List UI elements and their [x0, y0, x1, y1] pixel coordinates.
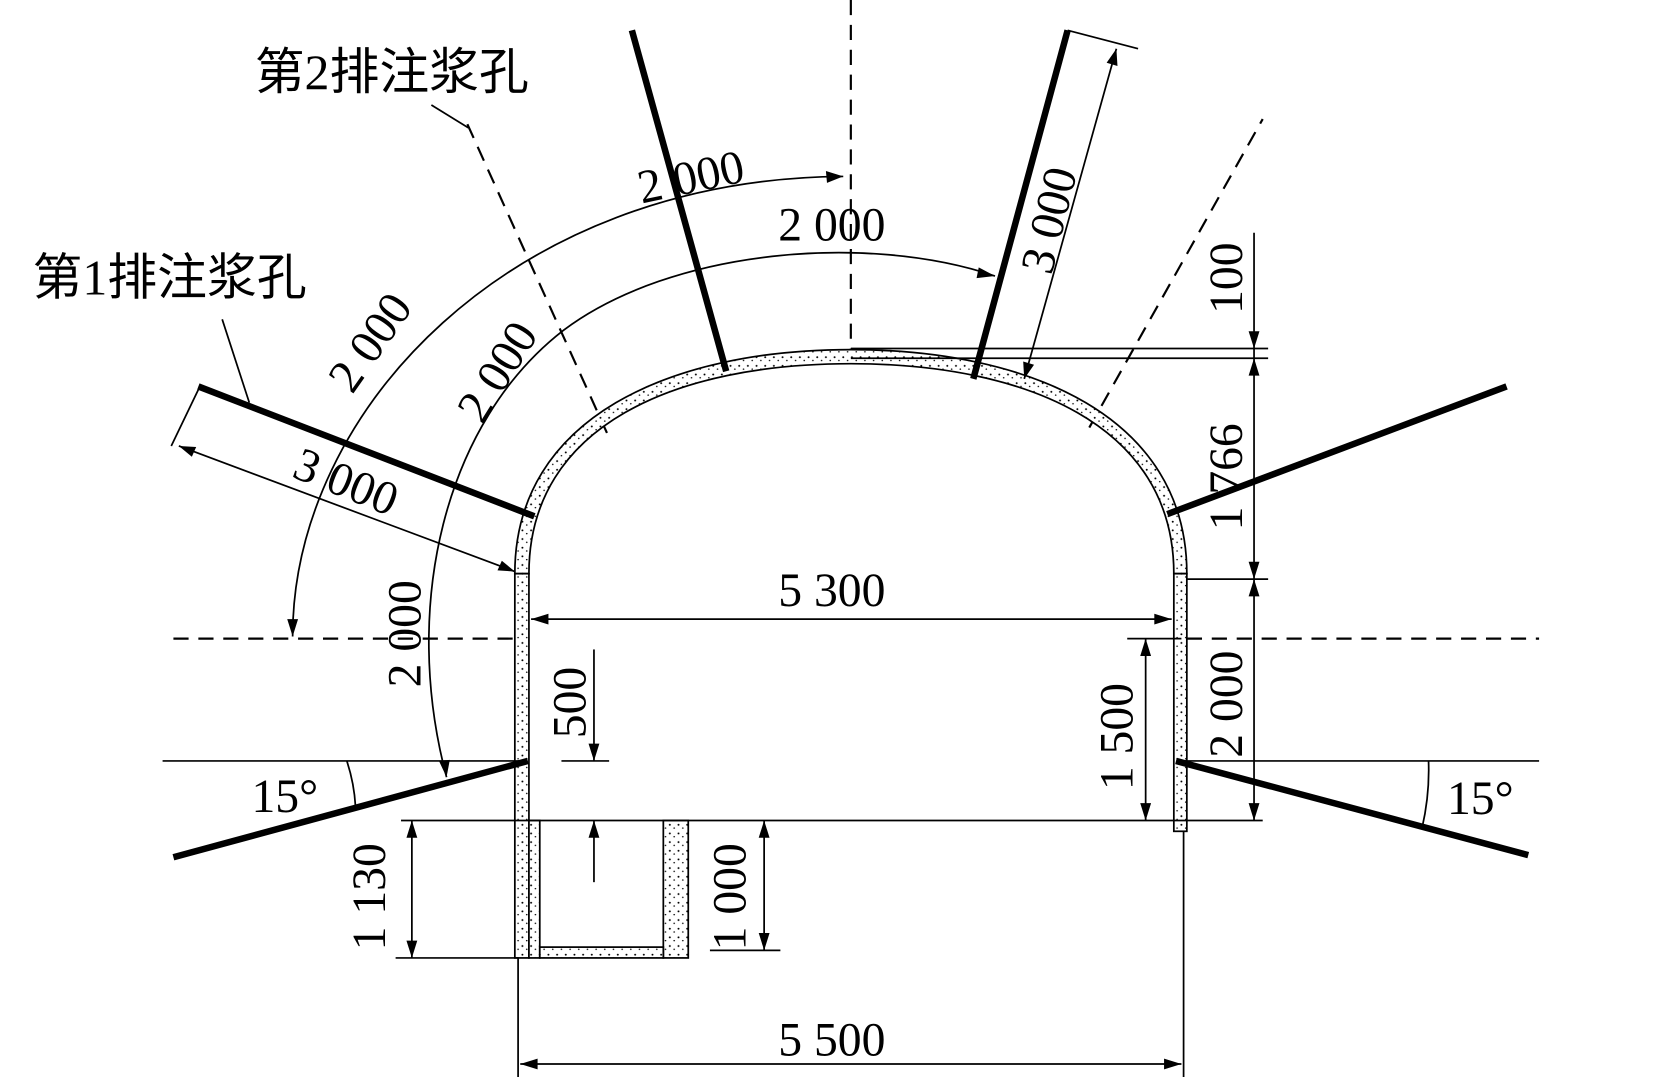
hole-top-right — [970, 29, 1071, 380]
dim-text-3000-left: 3 000 — [286, 438, 405, 526]
row2-dashed-left — [465, 120, 608, 434]
hole-top-left — [628, 29, 730, 373]
dim-text-1766: 1 766 — [1201, 423, 1253, 530]
angle-text-right: 15° — [1447, 773, 1514, 825]
dim-text-500: 500 — [544, 667, 596, 738]
dim-text-5500: 5 500 — [778, 1014, 885, 1066]
dim-text-1130: 1 130 — [344, 843, 396, 950]
inner-dimension-arc — [427, 251, 996, 778]
dim-3000-left — [178, 445, 516, 573]
angle-arc-left — [346, 760, 357, 807]
dim-text-1000: 1 000 — [705, 843, 757, 950]
right-wall — [1172, 572, 1188, 833]
dim-text-2000-wall: 2 000 — [1201, 651, 1253, 758]
dim-3000-left-ext — [170, 389, 200, 447]
row2-dashed-right — [1088, 118, 1264, 429]
dim-text-5300: 5 300 — [778, 565, 885, 617]
angle-arc-right — [1421, 760, 1430, 829]
dim-3000-right-ext — [1067, 29, 1139, 50]
dim-text-outer-top: 2 000 — [633, 141, 749, 214]
dim-text-1500: 1 500 — [1092, 683, 1144, 790]
arch-lining — [513, 348, 1188, 575]
outer-dimension-arc — [291, 175, 844, 637]
arrowheads — [178, 48, 1260, 1070]
hole-15deg-right — [1175, 757, 1530, 859]
angle-text-left: 15° — [251, 771, 318, 823]
dim-3000-right — [1023, 48, 1118, 380]
row2-leader — [430, 104, 469, 129]
row1-label: 第1排注浆孔 — [33, 250, 307, 305]
dim-text-3000-right: 3 000 — [1012, 162, 1088, 279]
dim-text-100: 100 — [1201, 242, 1253, 313]
channel-left-wall — [528, 819, 541, 959]
dim-text-inner-left: 2 000 — [448, 313, 549, 431]
hole-row1-left — [197, 383, 536, 520]
channel-right-wall — [662, 819, 690, 959]
row2-label: 第2排注浆孔 — [255, 45, 529, 100]
dim-text-outer-mid: 2 000 — [319, 284, 423, 402]
dim-text-outer-low: 2 000 — [380, 580, 432, 687]
hole-row1-right — [1166, 383, 1508, 518]
row1-leader — [221, 319, 251, 403]
hole-15deg-left — [172, 757, 529, 861]
channel-bottom — [538, 946, 665, 959]
dim-text-inner-top: 2 000 — [778, 199, 885, 251]
